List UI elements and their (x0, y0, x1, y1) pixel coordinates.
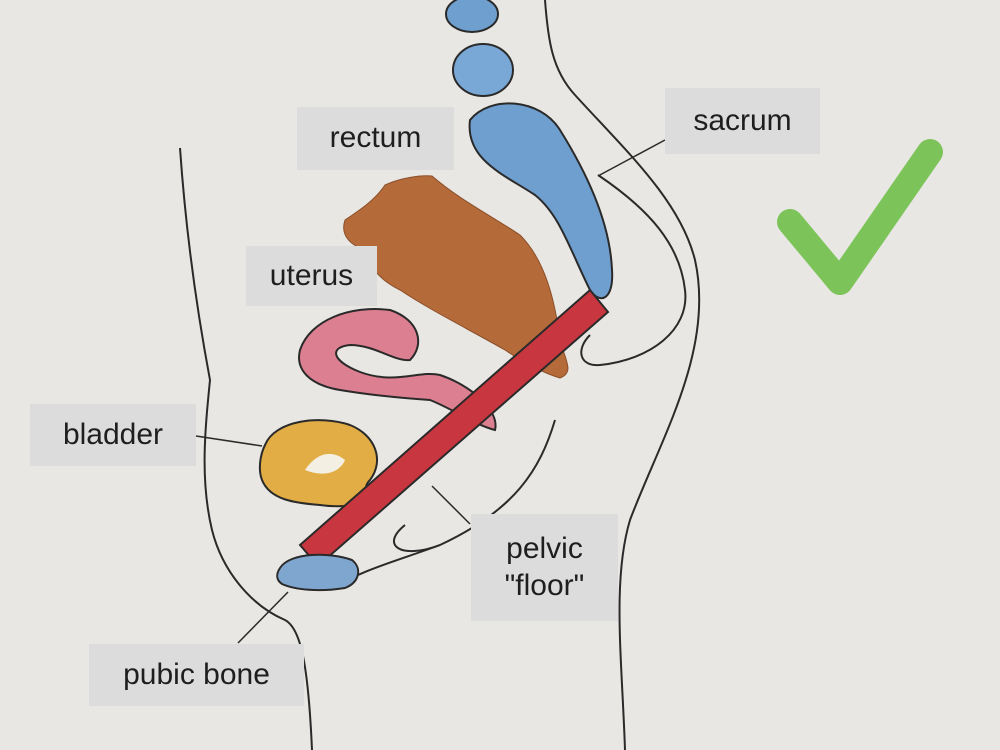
label-sacrum: sacrum (665, 88, 820, 154)
uterus-organ (298, 308, 497, 432)
label-pubic-bone: pubic bone (89, 644, 304, 706)
label-pelvic-floor: pelvic "floor" (471, 514, 618, 621)
label-uterus: uterus (246, 246, 377, 306)
sacrum-bone (468, 102, 614, 300)
vertebra (445, 0, 499, 33)
label-bladder: bladder (30, 404, 196, 466)
leader-pelvic (431, 485, 471, 525)
vertebra (452, 43, 514, 97)
label-rectum: rectum (297, 107, 454, 170)
label-pelvic-floor-line1: pelvic (506, 531, 583, 565)
buttock-outline (580, 174, 687, 367)
leg-outline (393, 419, 556, 553)
bladder-highlight (305, 453, 345, 474)
pubic-bone-shape (276, 553, 360, 592)
front-outline (179, 147, 313, 750)
leader-sacrum (597, 139, 666, 177)
label-pelvic-floor-line2: "floor" (504, 568, 585, 602)
leader-pubic (237, 591, 289, 644)
checkmark-icon (777, 139, 943, 295)
back-outline (544, 0, 701, 750)
rectum-organ (343, 175, 569, 379)
leader-bladder (195, 435, 263, 447)
